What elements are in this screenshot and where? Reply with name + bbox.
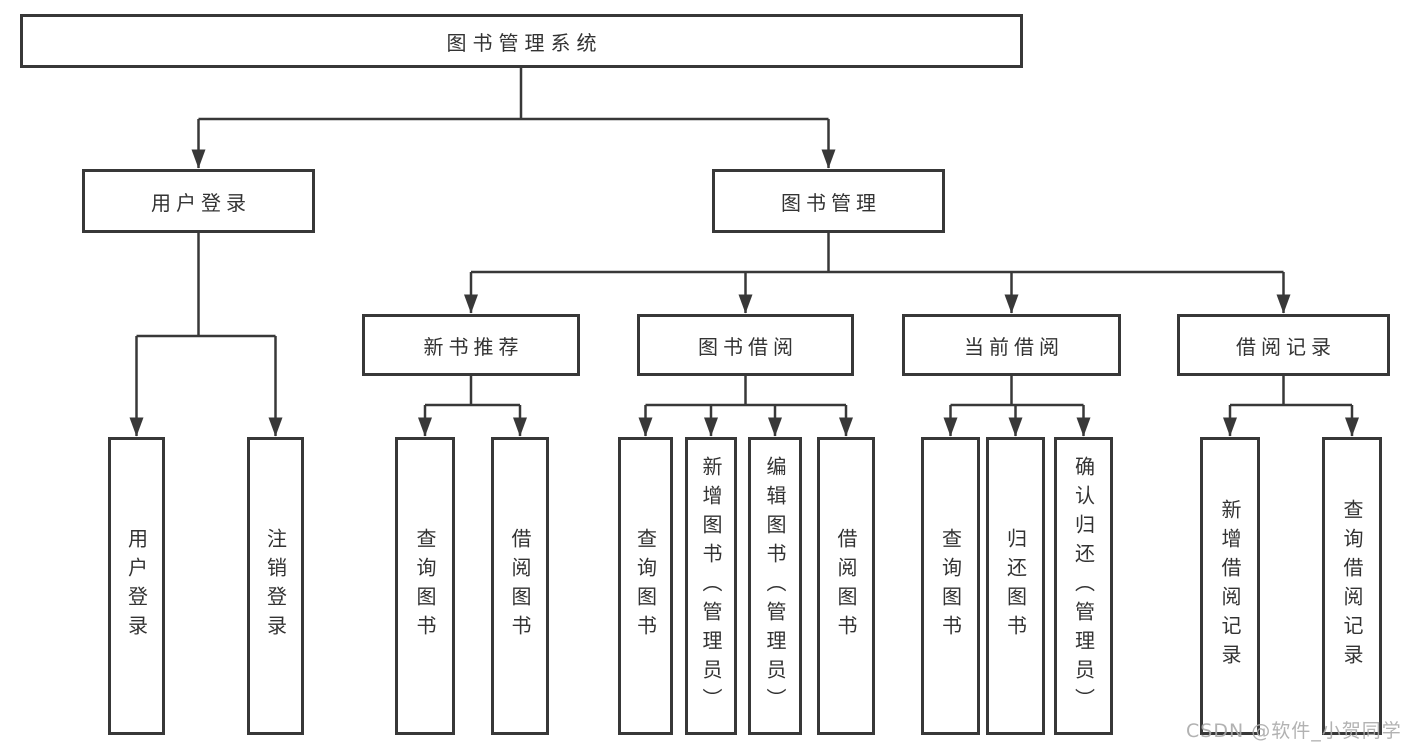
node-borrow-records-label: 借阅记录 — [1236, 334, 1336, 359]
node-book-management: 图书管理 — [712, 169, 945, 233]
node-current-borrow-label: 当前借阅 — [964, 334, 1064, 359]
leaf-query-borrow-record: 查询借阅记录 — [1322, 437, 1382, 735]
leaf-query-books-current-label: 查询图书 — [938, 528, 963, 644]
leaf-borrow-books-recommend: 借阅图书 — [491, 437, 549, 735]
connector-user-login-split — [136, 233, 276, 338]
leaf-confirm-return-admin: 确认归还（管理员） — [1054, 437, 1113, 735]
leaf-add-book-admin-label: 新增图书（管理员） — [699, 455, 723, 717]
leaf-add-borrow-record-label: 新增借阅记录 — [1218, 499, 1242, 673]
leaf-add-borrow-record: 新增借阅记录 — [1200, 437, 1260, 735]
leaf-query-books-recommend-label: 查询图书 — [413, 528, 437, 644]
connector-root-to-level2 — [198, 68, 829, 121]
node-current-borrow: 当前借阅 — [902, 314, 1121, 376]
connector-new-books-split — [425, 376, 520, 407]
leaf-borrow-books-recommend-label: 借阅图书 — [508, 528, 532, 644]
leaf-query-borrow-record-label: 查询借阅记录 — [1340, 499, 1364, 673]
connector-current-split — [950, 376, 1084, 407]
node-root-label: 图书管理系统 — [446, 30, 603, 55]
node-root-system: 图书管理系统 — [20, 14, 1023, 68]
node-book-management-label: 图书管理 — [781, 190, 881, 215]
node-user-login-label: 用户登录 — [151, 190, 251, 215]
leaf-return-book-label: 归还图书 — [1003, 528, 1028, 644]
leaf-edit-book-admin: 编辑图书（管理员） — [748, 437, 802, 735]
leaf-query-books-current: 查询图书 — [921, 437, 980, 735]
node-book-borrow: 图书借阅 — [637, 314, 854, 376]
node-borrow-records: 借阅记录 — [1177, 314, 1390, 376]
leaf-user-login: 用户登录 — [108, 437, 165, 735]
leaf-edit-book-admin-label: 编辑图书（管理员） — [763, 455, 787, 717]
leaf-query-books-borrow: 查询图书 — [618, 437, 673, 735]
leaf-query-books-recommend: 查询图书 — [395, 437, 455, 735]
node-new-book-recommend-label: 新书推荐 — [423, 334, 524, 359]
connector-records-split — [1230, 376, 1352, 407]
connector-borrow-split — [645, 376, 846, 407]
leaf-borrow-books: 借阅图书 — [817, 437, 875, 735]
leaf-logout: 注销登录 — [247, 437, 304, 735]
leaf-user-login-label: 用户登录 — [124, 528, 149, 644]
leaf-logout-label: 注销登录 — [263, 528, 288, 644]
leaf-borrow-books-label: 借阅图书 — [834, 528, 858, 644]
leaf-return-book: 归还图书 — [986, 437, 1045, 735]
node-new-book-recommend: 新书推荐 — [362, 314, 580, 376]
leaf-query-books-borrow-label: 查询图书 — [633, 528, 658, 644]
node-user-login: 用户登录 — [82, 169, 315, 233]
leaf-confirm-return-admin-label: 确认归还（管理员） — [1071, 455, 1096, 717]
csdn-watermark: CSDN @软件_小贺同学 — [1186, 720, 1402, 742]
node-book-borrow-label: 图书借阅 — [698, 334, 798, 359]
connector-book-mgmt-split — [471, 233, 1284, 274]
leaf-add-book-admin: 新增图书（管理员） — [685, 437, 737, 735]
